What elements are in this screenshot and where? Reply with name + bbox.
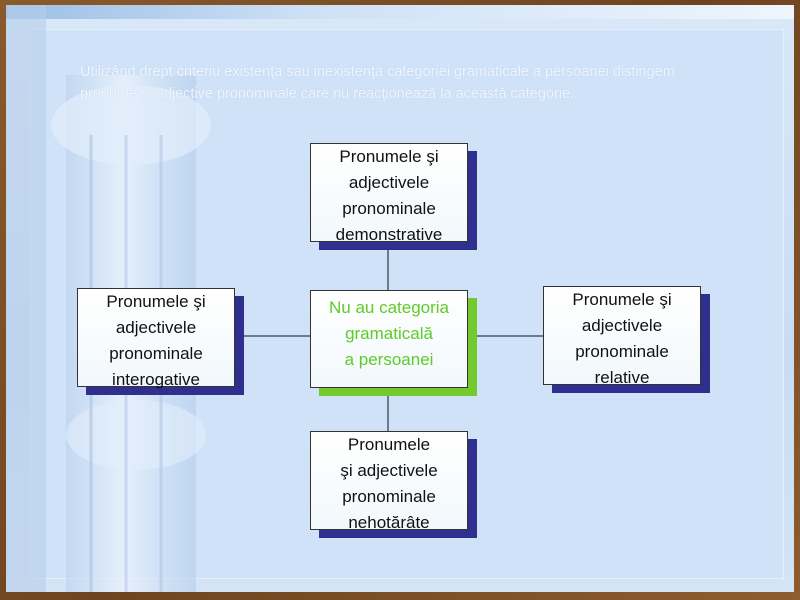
intro-line-2: pronume şi adjective pronominale care nu… — [80, 86, 575, 102]
node-right-relative: Pronumele şi adjectivele pronominale rel… — [543, 286, 701, 387]
node-right-line-4: relative — [594, 368, 650, 387]
intro-text: Utilizând drept criteriu existenţa sau i… — [80, 61, 770, 105]
node-bottom-line-2: şi adjectivele — [340, 461, 438, 480]
node-center: Nu au categoria gramaticală a persoanei — [310, 290, 468, 388]
connector-top — [387, 240, 389, 294]
node-right-line-3: pronominale — [575, 342, 669, 361]
node-bottom-line-3: pronominale — [342, 487, 436, 506]
node-left-line-4: interogative — [112, 370, 200, 389]
node-bottom-line-1: Pronumele — [347, 435, 431, 454]
node-top-line-3: pronominale — [342, 199, 436, 218]
node-left-line-1: Pronumele şi — [106, 292, 206, 311]
node-right-line-1: Pronumele şi — [572, 290, 672, 309]
top-stripe — [6, 5, 794, 19]
node-top-line-4: demonstrative — [335, 225, 443, 244]
node-center-line-1: Nu au categoria — [328, 298, 450, 317]
node-bottom-line-4: nehotărâte — [348, 513, 430, 532]
node-top-demonstrative: Pronumele şi adjectivele pronominale dem… — [310, 143, 468, 244]
node-bottom-nehotarate: Pronumele şi adjectivele pronominale neh… — [310, 431, 468, 532]
node-left-line-3: pronominale — [109, 344, 203, 363]
connector-bottom — [387, 383, 389, 433]
node-right-line-2: adjectivele — [581, 316, 663, 335]
intro-line-1: Utilizând drept criteriu existenţa sau i… — [80, 64, 675, 80]
node-center-line-3: a persoanei — [344, 350, 434, 369]
node-left-interogative: Pronumele şi adjectivele pronominale int… — [77, 288, 235, 389]
node-center-line-2: gramaticală — [345, 324, 433, 343]
connector-left — [233, 335, 311, 337]
node-top-line-2: adjectivele — [348, 173, 430, 192]
node-top-line-1: Pronumele şi — [339, 147, 439, 166]
connector-right — [466, 335, 544, 337]
node-left-line-2: adjectivele — [115, 318, 197, 337]
